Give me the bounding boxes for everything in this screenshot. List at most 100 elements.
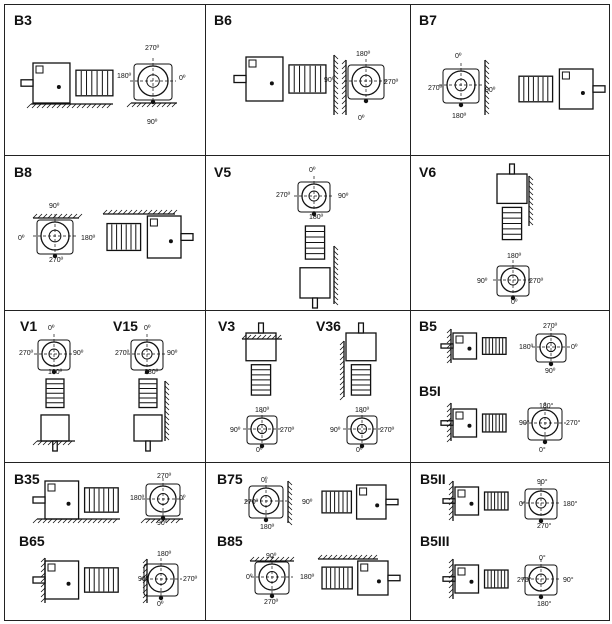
position-label-b3: B3 bbox=[14, 12, 32, 28]
angle-label: 270° bbox=[566, 420, 581, 427]
position-label-b75: B75 bbox=[217, 471, 243, 487]
angle-label: 90º bbox=[545, 368, 556, 375]
angle-label: 0º bbox=[157, 601, 164, 608]
angle-label: 180º bbox=[355, 407, 370, 414]
angle-label: 180º bbox=[130, 495, 145, 502]
angle-label: 90° bbox=[563, 577, 574, 584]
angle-label: 0° bbox=[539, 555, 546, 562]
angle-label: 270º bbox=[543, 323, 558, 330]
angle-label: 90º bbox=[147, 119, 158, 126]
angle-label: 90º bbox=[477, 278, 488, 285]
angle-label: 0° bbox=[519, 501, 526, 508]
position-label-b5ii: B5II bbox=[420, 471, 446, 487]
angle-label: 180º bbox=[260, 524, 275, 531]
drawing-b5ii bbox=[442, 480, 561, 600]
angle-label: 270º bbox=[49, 257, 64, 264]
cell-b8: B8 90º 0º 180º 270º bbox=[4, 155, 206, 311]
angle-label: 270° bbox=[517, 577, 532, 584]
angle-label: 90º bbox=[230, 427, 241, 434]
cell-b5ii: B5II B5III 90° 0° 180° 270° 0° 270° 90° 180° bbox=[410, 462, 610, 621]
angle-label: 90º bbox=[73, 350, 84, 357]
position-label-b8: B8 bbox=[14, 164, 32, 180]
angle-label: 180º bbox=[507, 253, 522, 260]
angle-label: 0º bbox=[18, 235, 25, 242]
angle-label: 180º bbox=[157, 551, 172, 558]
angle-label: 270º bbox=[183, 576, 198, 583]
angle-label: 180° bbox=[539, 403, 554, 410]
drawing-b6 bbox=[233, 54, 388, 115]
angle-label: 270º bbox=[19, 350, 34, 357]
angle-label: 180º bbox=[81, 235, 96, 242]
angle-label: 180º bbox=[452, 113, 467, 120]
drawing-b3 bbox=[20, 58, 177, 109]
angle-label: 270º bbox=[244, 499, 259, 506]
drawing-v5 bbox=[294, 176, 339, 309]
position-label-b5: B5 bbox=[419, 318, 437, 334]
angle-label: 90º bbox=[167, 350, 178, 357]
angle-label: 90° bbox=[519, 420, 530, 427]
angle-label: 90º bbox=[338, 193, 349, 200]
angle-label: 270º bbox=[380, 427, 395, 434]
angle-label: 90º bbox=[302, 499, 313, 506]
angle-label: 90° bbox=[537, 479, 548, 486]
drawing-b8 bbox=[32, 209, 194, 259]
angle-label: 180º bbox=[144, 369, 159, 376]
angle-label: 90º bbox=[49, 203, 60, 210]
angle-label: 180º bbox=[255, 407, 270, 414]
position-label-b35: B35 bbox=[14, 471, 40, 487]
position-label-v36: V36 bbox=[316, 318, 341, 334]
angle-label: 270º bbox=[384, 79, 399, 86]
angle-label: 180° bbox=[563, 501, 578, 508]
angle-label: 270º bbox=[145, 45, 160, 52]
angle-label: 0º bbox=[511, 299, 518, 306]
position-label-b6: B6 bbox=[214, 12, 232, 28]
drawing-b5 bbox=[440, 328, 570, 445]
drawing-v1 bbox=[32, 334, 170, 452]
angle-label: 0º bbox=[571, 344, 578, 351]
angle-label: 0º bbox=[179, 495, 186, 502]
angle-label: 180º bbox=[117, 73, 132, 80]
angle-label: 0º bbox=[246, 574, 253, 581]
drawing-b75 bbox=[245, 480, 401, 599]
angle-label: 270º bbox=[157, 473, 172, 480]
angle-label: 0º bbox=[144, 325, 151, 332]
angle-label: 0º bbox=[309, 167, 316, 174]
position-label-b85: B85 bbox=[217, 533, 243, 549]
angle-label: 180º bbox=[356, 51, 371, 58]
drawing-b35 bbox=[32, 478, 184, 604]
position-label-b5iii: B5III bbox=[420, 533, 450, 549]
position-label-b5i: B5I bbox=[419, 383, 441, 399]
angle-label: 270° bbox=[537, 523, 552, 530]
angle-label: 270º bbox=[264, 599, 279, 606]
angle-label: 0º bbox=[261, 477, 268, 484]
position-label-b65: B65 bbox=[19, 533, 45, 549]
position-label-v1: V1 bbox=[20, 318, 38, 334]
angle-label: 0º bbox=[356, 447, 363, 454]
angle-label: 90º bbox=[157, 520, 168, 527]
angle-label: 0º bbox=[455, 53, 462, 60]
angle-label: 90º bbox=[485, 87, 496, 94]
angle-label: 0º bbox=[179, 75, 186, 82]
angle-label: 180º bbox=[300, 574, 315, 581]
cell-b3: B3 270º 180º 0º 90º bbox=[4, 4, 206, 156]
angle-label: 270º bbox=[428, 85, 443, 92]
angle-label: 270º bbox=[529, 278, 544, 285]
position-label-v5: V5 bbox=[214, 164, 232, 180]
angle-label: 180° bbox=[537, 601, 552, 608]
angle-label: 270º bbox=[115, 350, 130, 357]
angle-label: 180º bbox=[309, 214, 324, 221]
angle-label: 270º bbox=[280, 427, 295, 434]
position-label-v3: V3 bbox=[218, 318, 236, 334]
drawing-v3 bbox=[241, 322, 381, 449]
angle-label: 0° bbox=[539, 447, 546, 454]
angle-label: 90º bbox=[324, 77, 335, 84]
position-label-v15: V15 bbox=[113, 318, 138, 334]
angle-label: 270º bbox=[276, 192, 291, 199]
